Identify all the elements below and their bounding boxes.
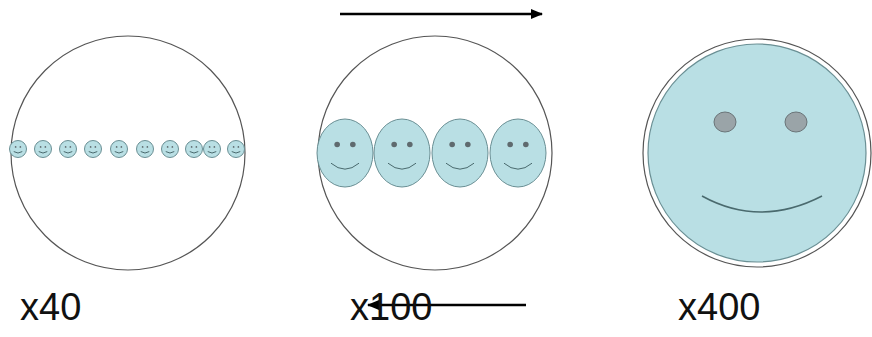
cell: [648, 44, 866, 262]
cell: [10, 141, 27, 158]
cell-eye: [449, 142, 455, 148]
cell-eye: [45, 146, 47, 148]
field-of-view: [643, 39, 871, 267]
cell-smile: [64, 152, 73, 153]
cell-smile: [39, 152, 48, 153]
cell-eye: [65, 146, 67, 148]
cell-eye: [142, 146, 144, 148]
cell-eye: [95, 146, 97, 148]
cell-smile: [388, 163, 416, 169]
cell: [137, 141, 154, 158]
cell: [317, 119, 373, 187]
magnification-label: x400: [678, 288, 760, 326]
cell-eye: [507, 142, 513, 148]
cell-eye: [238, 146, 240, 148]
cell: [228, 141, 245, 158]
cell-smile: [232, 152, 241, 153]
cell: [204, 141, 221, 158]
cell-eye: [334, 142, 340, 148]
cell-eye: [714, 112, 736, 132]
cell-smile: [446, 163, 474, 169]
cell-eye: [167, 146, 169, 148]
cell-eye: [391, 142, 397, 148]
cell-eye: [214, 146, 216, 148]
cell-eye: [407, 142, 413, 148]
cell-eye: [233, 146, 235, 148]
cell: [60, 141, 77, 158]
zoom-in-arrow: [340, 13, 542, 16]
field-of-view: [11, 36, 245, 270]
cell-eye: [90, 146, 92, 148]
cell: [186, 141, 203, 158]
cell: [35, 141, 52, 158]
cell-eye: [350, 142, 356, 148]
magnification-label: x100: [350, 288, 432, 326]
cell-smile: [166, 152, 175, 153]
cell-smile: [190, 152, 199, 153]
cell-smile: [702, 196, 822, 212]
cell-smile: [504, 163, 532, 169]
cell-eye: [172, 146, 174, 148]
cell: [432, 119, 488, 187]
cell-eye: [15, 146, 17, 148]
cell-eye: [209, 146, 211, 148]
cell: [162, 141, 179, 158]
cell-smile: [14, 152, 23, 153]
cell: [85, 141, 102, 158]
cell-smile: [141, 152, 150, 153]
cell-row: [10, 141, 245, 158]
cell-eye: [785, 112, 807, 132]
cell: [490, 119, 546, 187]
cell-eye: [121, 146, 123, 148]
cell-smile: [115, 152, 124, 153]
field-of-view: [318, 36, 552, 270]
cell: [374, 119, 430, 187]
magnification-label: x40: [20, 288, 81, 326]
cell-smile: [89, 152, 98, 153]
cell-eye: [196, 146, 198, 148]
cell-eye: [116, 146, 118, 148]
cell-smile: [208, 152, 217, 153]
cell-eye: [191, 146, 193, 148]
cell-eye: [147, 146, 149, 148]
cell-eye: [40, 146, 42, 148]
cell: [111, 141, 128, 158]
cell-eye: [523, 142, 529, 148]
cell-eye: [465, 142, 471, 148]
cell-eye: [70, 146, 72, 148]
cell-eye: [20, 146, 22, 148]
cell-smile: [331, 163, 359, 169]
cell-row: [317, 119, 546, 187]
